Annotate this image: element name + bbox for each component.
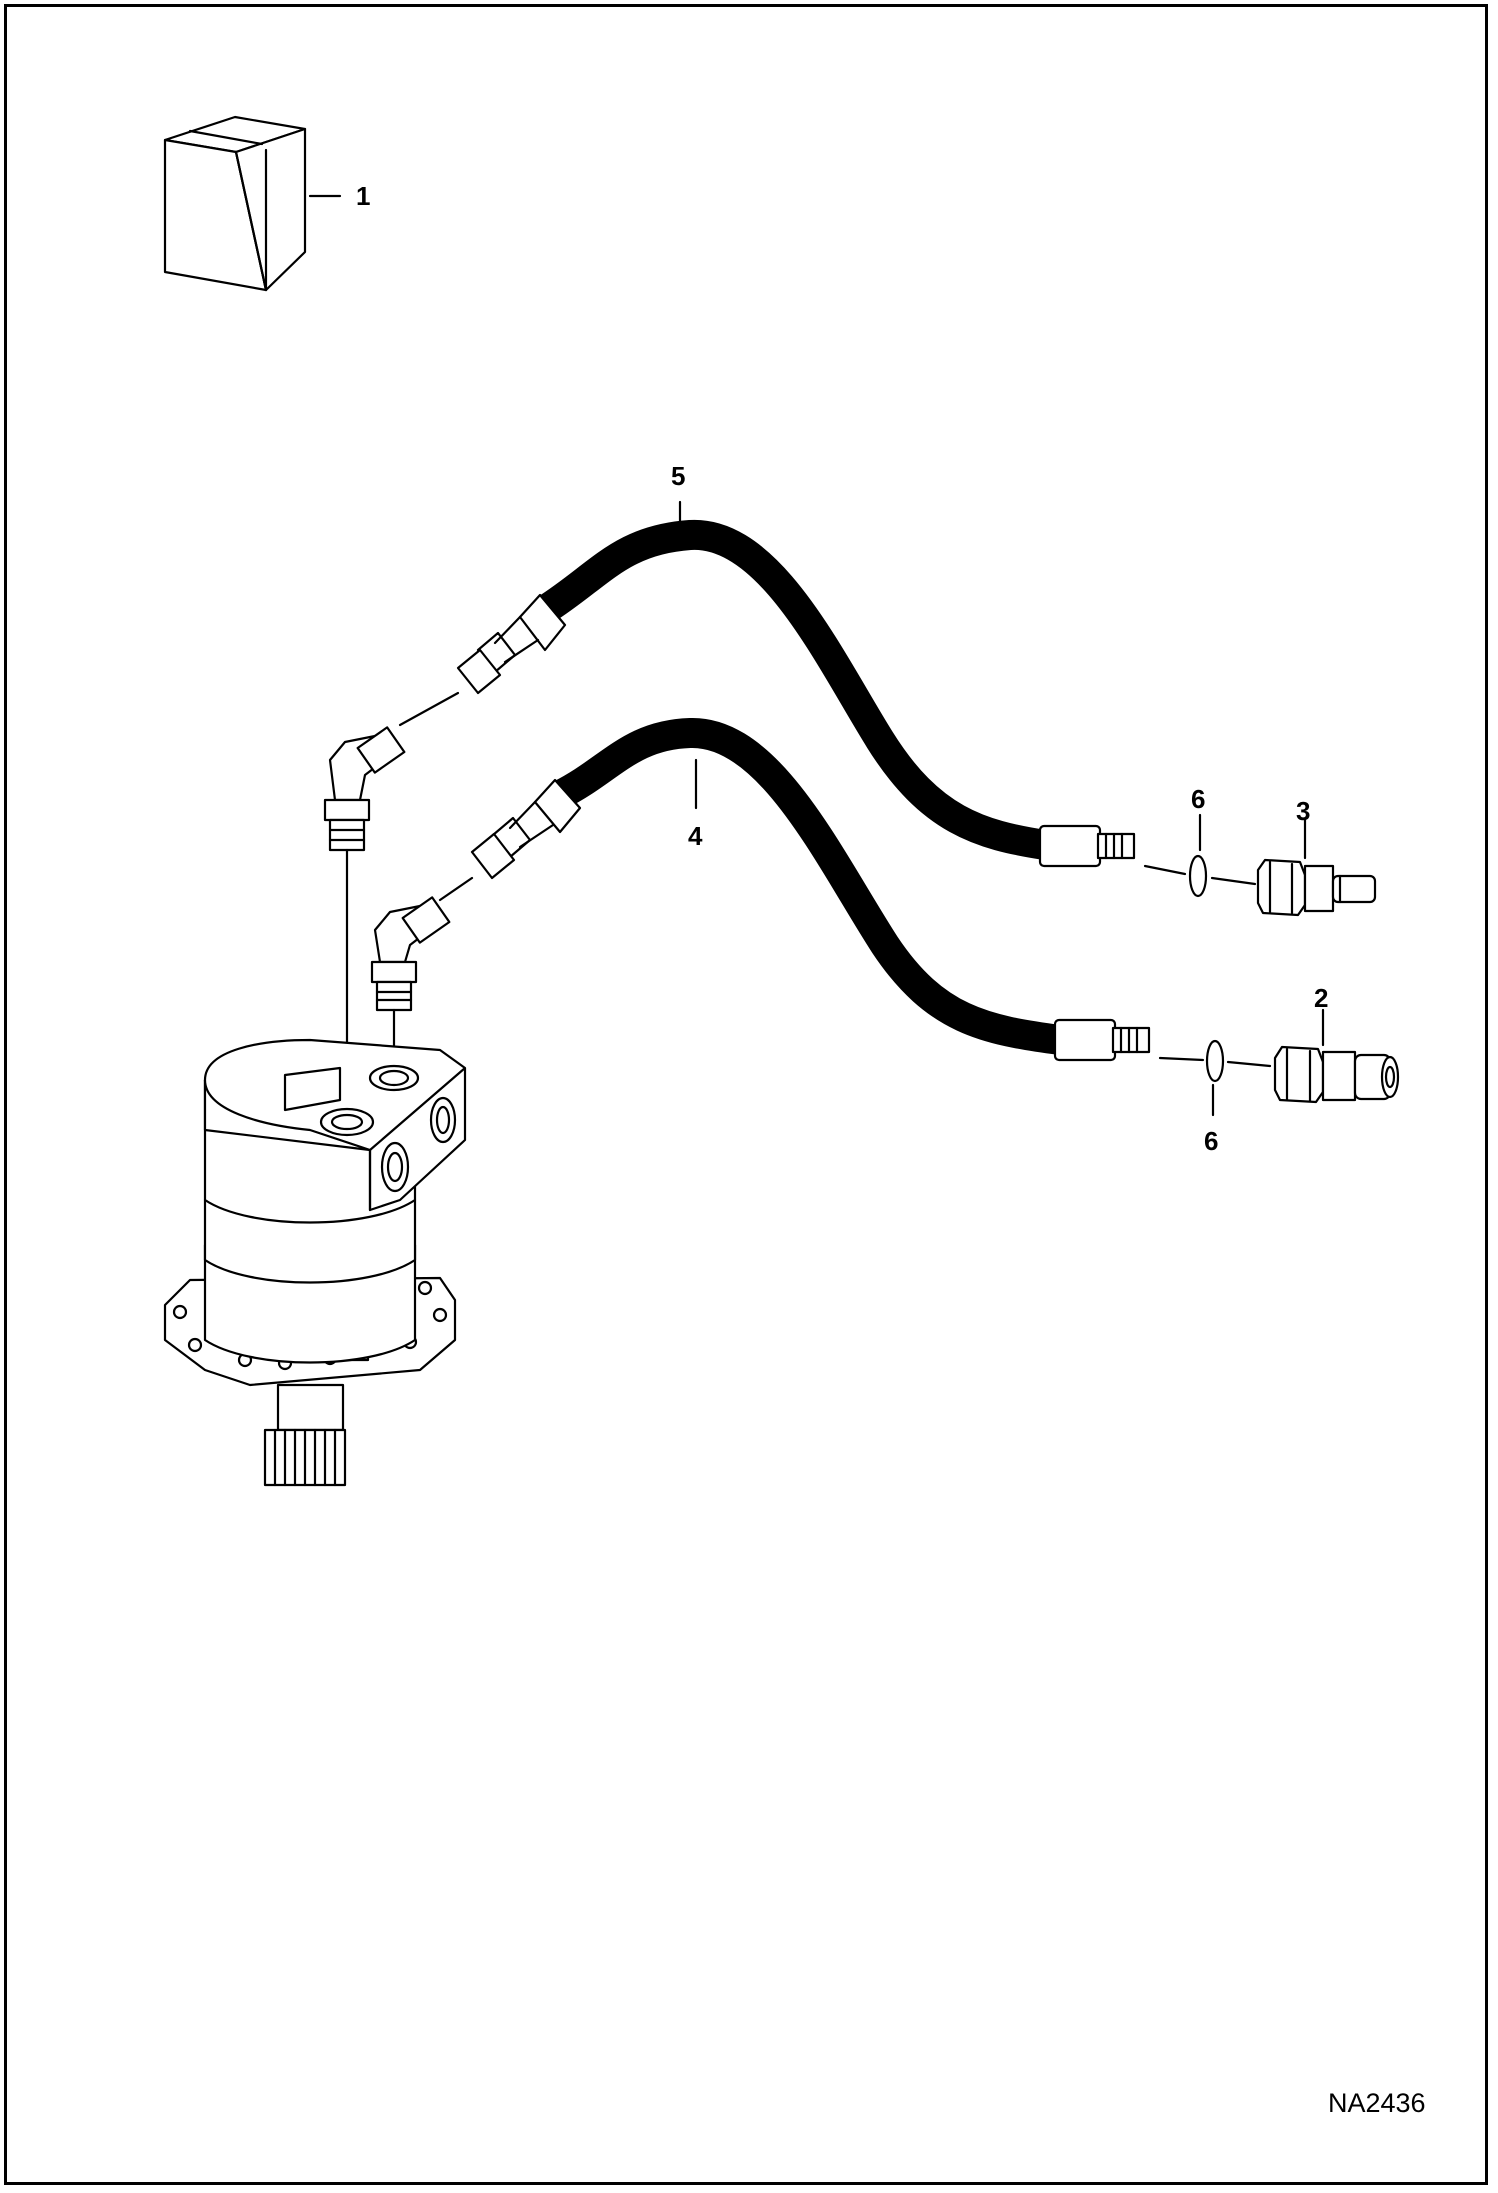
- leader-6-bottom-line: [1158, 1056, 1205, 1062]
- callout-5: 5: [671, 461, 685, 491]
- callout-4: 4: [688, 821, 703, 851]
- coupler-male-3: [1256, 858, 1377, 917]
- o-ring-bottom: [1205, 1039, 1225, 1083]
- leader-oring-bottom-right: [1226, 1060, 1272, 1068]
- callout-1: 1: [356, 181, 370, 211]
- leader-oring-top-right: [1210, 876, 1257, 886]
- hose-5: [456, 519, 1136, 868]
- diagram-frame: [4, 4, 1488, 2185]
- callout-6-bottom: 6: [1204, 1126, 1218, 1156]
- hose-4: [470, 718, 1151, 1062]
- callout-2: 2: [1314, 983, 1328, 1013]
- callout-6-top: 6: [1191, 784, 1205, 814]
- hydraulic-motor: [163, 1038, 467, 1487]
- o-ring-top: [1188, 854, 1208, 898]
- coupler-female-2: [1273, 1045, 1400, 1104]
- callout-3: 3: [1296, 796, 1310, 826]
- kit-box: [163, 115, 307, 292]
- elbow-fitting-upper: [323, 691, 460, 852]
- figure-id: NA2436: [1328, 2088, 1426, 2118]
- elbow-fitting-lower: [370, 876, 474, 1012]
- leader-6-top-line: [1143, 864, 1187, 876]
